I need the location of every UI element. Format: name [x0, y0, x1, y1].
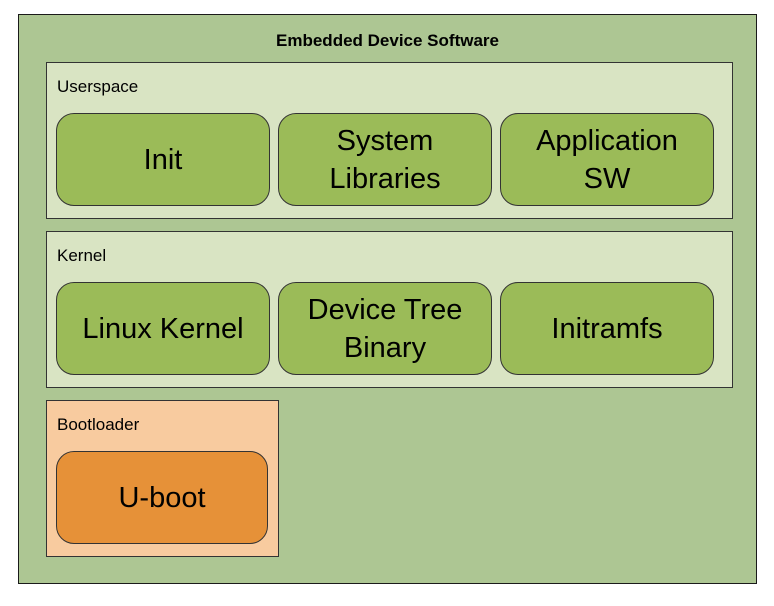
- kernel-layer: Kernel Linux Kernel Device Tree Binary I…: [46, 231, 733, 388]
- diagram-title: Embedded Device Software: [276, 31, 499, 50]
- component-system-libraries: System Libraries: [278, 113, 492, 206]
- userspace-layer: Userspace Init System Libraries Applicat…: [46, 62, 733, 219]
- component-device-tree-binary: Device Tree Binary: [278, 282, 492, 375]
- layer-label: Bootloader: [57, 415, 140, 434]
- layer-label: Kernel: [57, 246, 107, 265]
- component-linux-kernel: Linux Kernel: [56, 282, 270, 375]
- component-init: Init: [56, 113, 270, 206]
- component-application-sw: Application SW: [500, 113, 714, 206]
- component-u-boot: U-boot: [56, 451, 268, 544]
- layer-label: Userspace: [57, 77, 139, 96]
- component-initramfs: Initramfs: [500, 282, 714, 375]
- embedded-device-software-container: Embedded Device Software Userspace Init …: [18, 14, 757, 584]
- bootloader-layer: Bootloader U-boot: [46, 400, 279, 557]
